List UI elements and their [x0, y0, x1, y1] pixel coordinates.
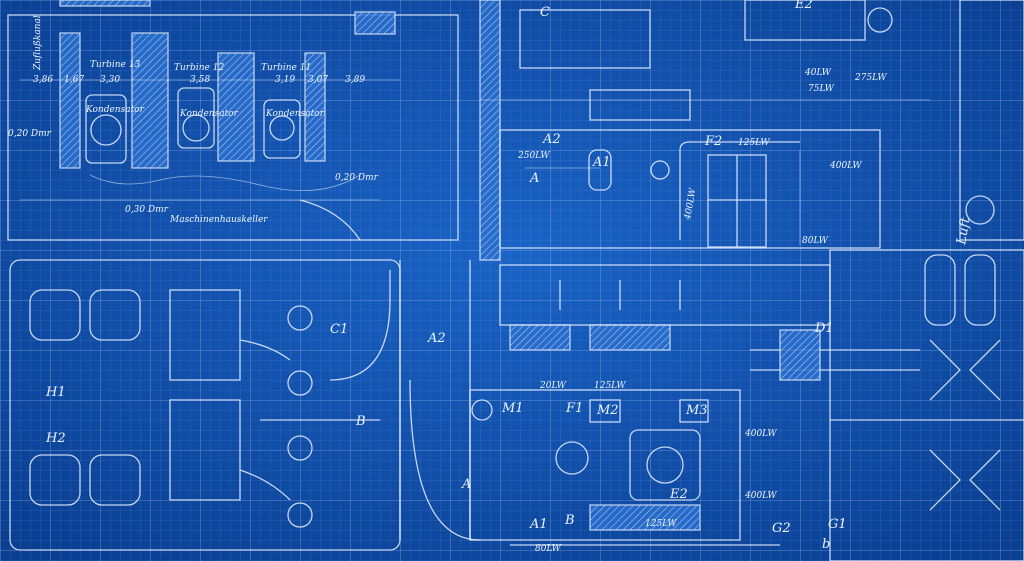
label-f2-top: F2	[704, 134, 722, 149]
label-inlet-channel: Zuflußkanal	[33, 15, 43, 71]
condenser-12	[177, 87, 215, 149]
label-flow-400-mid: 400LW	[744, 429, 777, 439]
label-flow-250: 250LW	[517, 151, 550, 161]
label-f1: F1	[565, 401, 583, 416]
label-m3: M3	[685, 403, 708, 418]
label-condenser-3: Kondensator	[265, 109, 325, 119]
turbine-foundation-1	[59, 32, 81, 169]
dim-5: 3,19	[275, 75, 295, 85]
boiler-house: C1 B H1 H2	[9, 259, 401, 551]
label-flow-275: 275LW	[854, 73, 887, 83]
label-a2-top: A2	[542, 132, 561, 147]
label-flow-80-top: 80LW	[802, 236, 829, 246]
label-e2-top: E2	[794, 0, 813, 12]
label-m1: M1	[501, 401, 524, 416]
label-flow-400-bottom: 400LW	[744, 491, 777, 501]
label-a-top: A	[529, 171, 539, 186]
label-flow-40: 40LW	[804, 68, 832, 78]
label-flow-125-bottom: 125LW	[645, 519, 677, 529]
label-g2: G2	[772, 521, 791, 536]
label-condenser-1: Kondensator	[85, 105, 145, 115]
label-a1-bottom: A1	[529, 517, 548, 532]
condenser-13	[85, 94, 127, 164]
label-turbine-12: Turbine 12	[174, 63, 224, 73]
label-a-bottom: A	[461, 477, 471, 492]
dim-2: 1,67	[64, 75, 84, 85]
dim-6: 3,07	[308, 75, 328, 85]
condenser-11	[263, 99, 301, 159]
label-g1: G1	[828, 517, 847, 532]
turbine-foundation-3	[217, 52, 255, 162]
label-flow-80-bottom: 80LW	[535, 544, 562, 554]
dim-3: 3,30	[100, 75, 120, 85]
label-flow-125-mid: 125LW	[594, 381, 626, 391]
pump-room: A2 250LW A A1 F2 125LW 400LW 40LW 75LW 2…	[479, 0, 930, 261]
label-flow-400-top: 400LW	[829, 161, 862, 171]
label-c-top: C	[540, 5, 550, 20]
label-a2-mid: A2	[427, 331, 446, 346]
label-h2: H2	[45, 431, 66, 446]
label-machine-cellar: Maschinenhauskeller	[169, 215, 268, 225]
label-e2-bottom: E2	[669, 487, 688, 502]
pipe-label-2: 0,30 Dmr	[125, 205, 169, 215]
label-flow-125-top: 125LW	[738, 138, 770, 148]
label-flow-75: 75LW	[808, 84, 835, 94]
label-turbine-11: Turbine 11	[261, 63, 311, 73]
dim-1: 3,86	[33, 75, 53, 85]
label-condenser-2: Kondensator	[179, 109, 239, 119]
machine-room: A2 20LW 125LW M1 F1 M2 M3 E2 400LW 400LW…	[409, 331, 780, 554]
turbine-foundation-2	[131, 32, 169, 169]
label-c1: C1	[330, 322, 348, 337]
label-b-left: B	[355, 414, 366, 429]
turbine-hall: Zuflußkanal Turbine 13 Turbine 12 Turbin…	[7, 0, 459, 241]
label-b-small: b	[822, 537, 830, 552]
label-m2: M2	[596, 403, 619, 418]
label-a1-top: A1	[592, 155, 611, 170]
label-d1: D1	[814, 321, 834, 336]
label-b-bottom: B	[564, 513, 575, 528]
pipe-label-3: 0,20 Dmr	[335, 173, 379, 183]
label-air: Luft	[954, 216, 974, 247]
label-turbine-13: Turbine 13	[90, 60, 140, 70]
dim-4: 3,58	[190, 75, 210, 85]
label-flow-20: 20LW	[539, 381, 567, 391]
dim-7: 3,89	[345, 75, 365, 85]
compressor-section: G1 G2 b D1 Luft	[750, 0, 1024, 561]
label-h1: H1	[45, 385, 66, 400]
pipe-label-1: 0,20 Dmr	[8, 129, 52, 139]
